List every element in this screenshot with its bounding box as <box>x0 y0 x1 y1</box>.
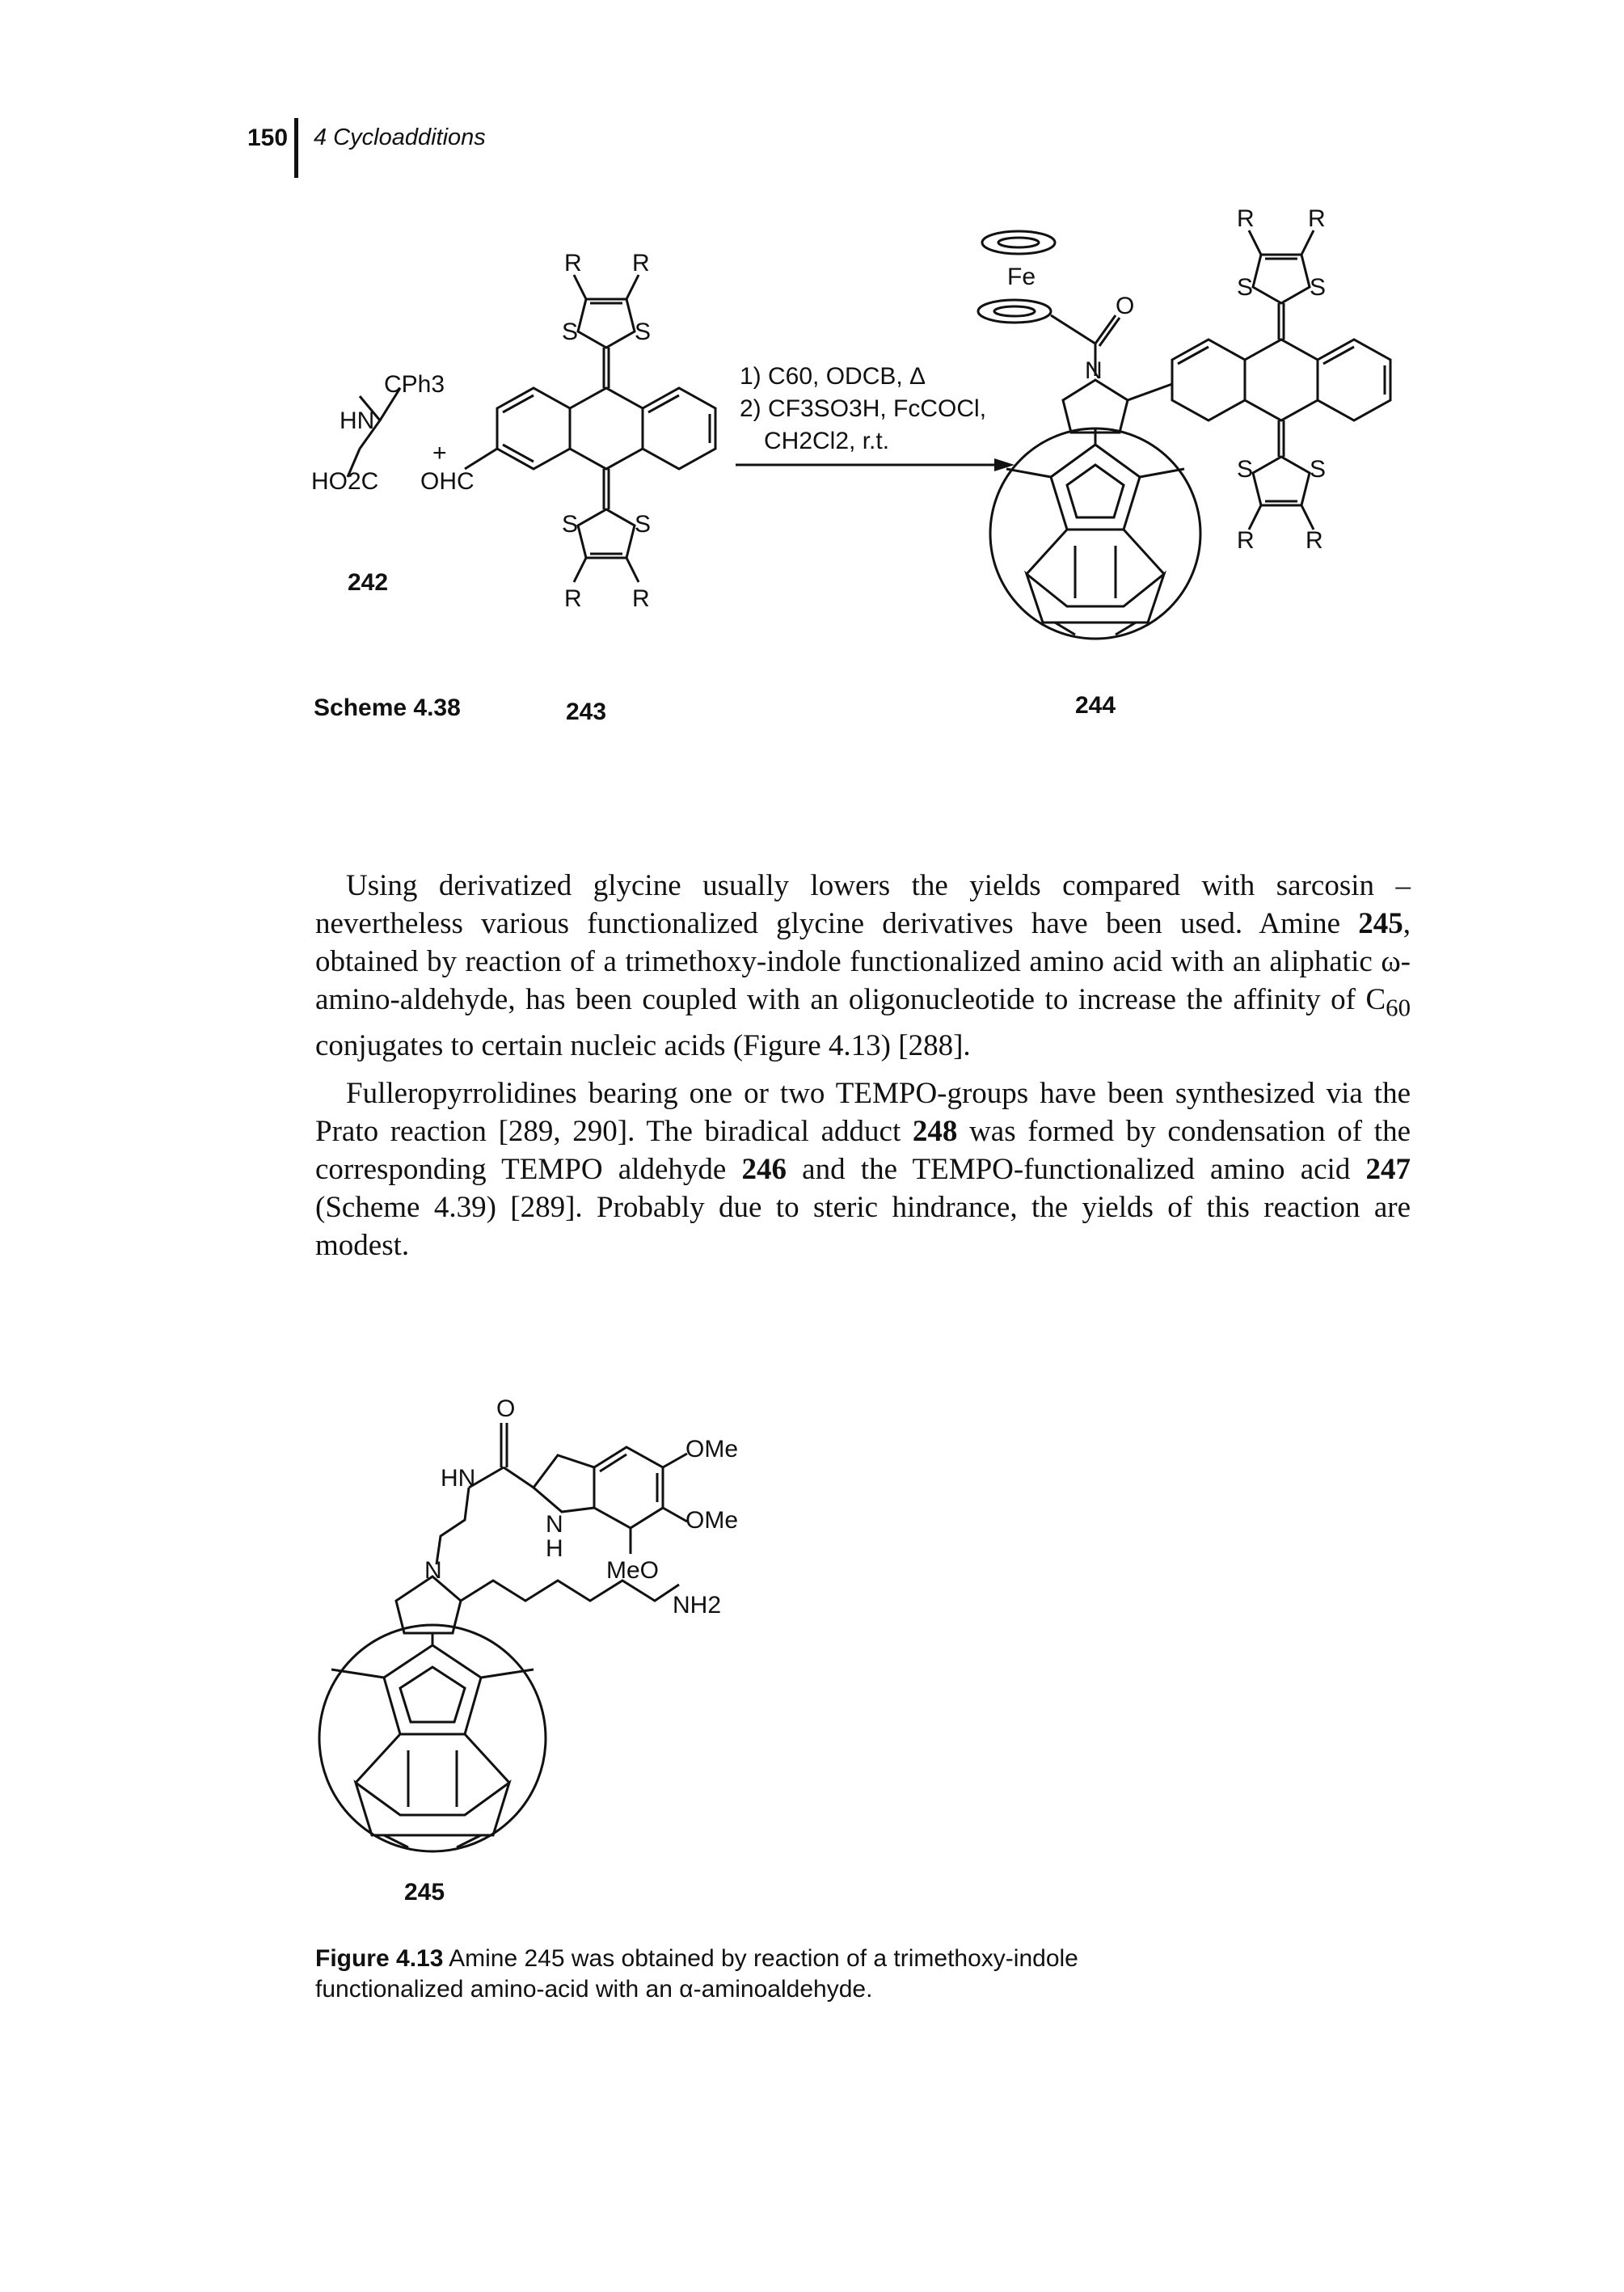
ring-right <box>641 386 717 471</box>
compound-244: 244 <box>1075 692 1116 719</box>
label-s-prod-top-right: S <box>1310 274 1326 301</box>
fig-label-h: H <box>546 1535 563 1562</box>
fig-label-o: O <box>496 1395 515 1422</box>
label-r-bottom-left: R <box>564 585 582 612</box>
figure-4-13: O HN N H OMe OMe MeO N NH2 245 <box>299 1366 865 1924</box>
label-r-prod-bottom-right: R <box>1306 527 1323 554</box>
paragraph-2: Fulleropyrrolidines bearing one or two T… <box>315 1077 1411 1263</box>
label-r-top-right: R <box>632 250 650 276</box>
label-s-bottom-right: S <box>635 511 651 538</box>
fig-label-ome-2: OMe <box>685 1507 738 1534</box>
fig-label-nh2: NH2 <box>673 1592 721 1619</box>
fig-fullerene-c60 <box>318 1623 547 1853</box>
product-ring-center <box>1243 338 1319 422</box>
chapter-title: 4 Cycloadditions <box>314 125 486 150</box>
page-number: 150 <box>247 125 289 151</box>
figure-caption: Figure 4.13 Amine 245 was obtained by re… <box>315 1944 1172 2005</box>
pyrrolidine-ring <box>1061 378 1129 434</box>
figure-caption-label: Figure 4.13 <box>315 1945 444 1972</box>
reagent-line-3: CH2Cl2, r.t. <box>764 428 889 454</box>
label-r-top-left: R <box>564 250 582 276</box>
ring-center <box>568 386 644 471</box>
scheme-diagram: CPh3 HN HO2C + OHC 242 R R S S S S R R 1… <box>311 205 1392 725</box>
indole-benzene-ring <box>593 1446 664 1530</box>
label-plus: + <box>432 440 447 466</box>
fig-label-meo: MeO <box>606 1557 659 1584</box>
dithiole-bottom <box>576 508 636 559</box>
compound-242: 242 <box>348 569 388 596</box>
fig-label-n-indole: N <box>546 1511 563 1538</box>
fig-pyrrolidine-ring <box>394 1575 462 1635</box>
ref-compound-246: 246 <box>741 1153 787 1187</box>
indole-pyrrole-ring <box>531 1454 596 1513</box>
label-s-prod-bottom-left: S <box>1237 456 1253 483</box>
product-ring-left <box>1171 338 1246 422</box>
figure-diagram: O HN N H OMe OMe MeO N NH2 245 <box>318 1395 738 1906</box>
reagent-line-1: 1) C60, ODCB, Δ <box>740 363 926 390</box>
label-s-top-right: S <box>635 319 651 345</box>
body-text: Using derivatized glycine usually lowers… <box>315 867 1411 1274</box>
label-r-prod-top-left: R <box>1237 205 1255 232</box>
figure-caption-text: Amine 245 was obtained by reaction of a … <box>315 1945 1078 2003</box>
paragraph-1: Using derivatized glycine usually lowers… <box>315 869 1411 1063</box>
fig-label-hn: HN <box>441 1465 475 1492</box>
ref-compound-245: 245 <box>1358 907 1403 940</box>
scheme-caption-label: Scheme 4.38 <box>314 694 461 721</box>
label-r-bottom-right: R <box>632 585 650 612</box>
label-s-bottom-left: S <box>562 511 578 538</box>
header-rule <box>294 118 298 178</box>
compound-243: 243 <box>566 699 606 725</box>
ring-left <box>496 386 572 471</box>
arrow-head <box>994 458 1014 471</box>
label-r-prod-bottom-left: R <box>1237 527 1255 554</box>
reagent-line-2: 2) CF3SO3H, FcCOCl, <box>740 395 986 422</box>
product-ring-right <box>1316 338 1392 422</box>
label-s-prod-top-left: S <box>1237 274 1253 301</box>
ref-compound-247: 247 <box>1365 1153 1411 1187</box>
label-s-prod-bottom-right: S <box>1310 456 1326 483</box>
fig-label-ome-1: OMe <box>685 1436 738 1463</box>
label-r-prod-top-right: R <box>1308 205 1326 232</box>
dithiole-top <box>576 298 636 349</box>
label-s-top-left: S <box>562 319 578 345</box>
label-cph3: CPh3 <box>384 371 445 398</box>
label-o: O <box>1116 293 1134 319</box>
scheme-4-38: CPh3 HN HO2C + OHC 242 R R S S S S R R 1… <box>299 170 1398 752</box>
label-hn: HN <box>340 407 374 434</box>
label-fe: Fe <box>1007 264 1036 290</box>
ferrocene-cp-bottom <box>977 298 1052 324</box>
ferrocene-cp-top <box>981 230 1057 255</box>
label-ho2c: HO2C <box>311 468 378 495</box>
fig-label-n-pyrrolidine: N <box>424 1557 442 1584</box>
compound-245: 245 <box>404 1879 445 1906</box>
ref-compound-248: 248 <box>912 1115 958 1149</box>
label-ohc: OHC <box>420 468 475 495</box>
label-n: N <box>1085 357 1103 384</box>
